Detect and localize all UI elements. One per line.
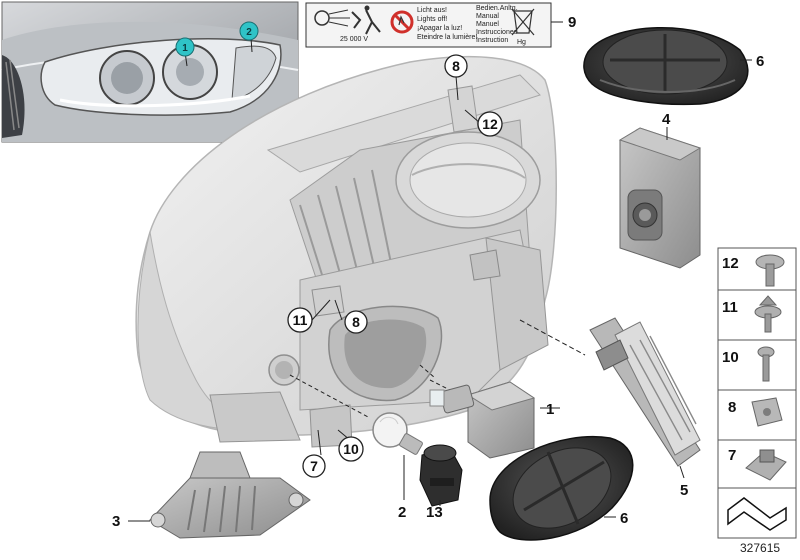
warning-line-4: Eteindre la lumière! <box>417 34 477 41</box>
side-label-11: 11 <box>722 299 738 316</box>
headlight-housing <box>135 55 557 448</box>
side-label-10: 10 <box>722 349 739 366</box>
side-label-12: 12 <box>722 255 739 272</box>
svg-text:8: 8 <box>352 314 360 330</box>
xenon-igniter <box>429 381 536 459</box>
inset-car-front: 1 2 <box>1 1 299 143</box>
screw-washer-12 <box>755 254 785 287</box>
inset-marker-2: 2 <box>246 27 252 38</box>
svg-text:10: 10 <box>343 441 359 457</box>
part-label-5: 5 <box>680 482 688 499</box>
part-label-3: 3 <box>112 513 120 530</box>
side-panel-small-parts: 12 11 10 8 7 <box>717 247 797 539</box>
no-touch-icon <box>390 10 414 34</box>
callout-8-mid: 8 <box>344 310 368 334</box>
manual-line-2: Manual <box>476 13 499 20</box>
warning-line-3: ¡Apagar la luz! <box>417 25 462 32</box>
clip-nut-8 <box>751 397 783 427</box>
warning-line-2: Lights off! <box>417 16 447 23</box>
part-label-2: 2 <box>398 504 406 521</box>
side-label-7: 7 <box>728 447 736 464</box>
callout-11: 11 <box>287 307 313 333</box>
assembly-arrow-icon <box>727 497 787 531</box>
rubber-cover-cap-top <box>583 27 749 106</box>
screw-11 <box>754 295 782 333</box>
svg-text:11: 11 <box>293 312 308 328</box>
callout-10: 10 <box>338 436 364 462</box>
hg-mark: Hg <box>517 39 526 46</box>
callout-8-top: 8 <box>444 54 468 78</box>
manual-line-4: Instrucciones <box>476 29 518 36</box>
svg-text:8: 8 <box>452 58 460 74</box>
manual-line-3: Manuel <box>476 21 499 28</box>
part-label-9: 9 <box>568 14 576 31</box>
callout-12-top: 12 <box>477 111 503 137</box>
bulb-socket <box>419 444 463 507</box>
rubber-cover-cap-bottom <box>489 436 634 541</box>
nut-7 <box>745 449 787 481</box>
lamp-hazard-icon <box>314 5 381 35</box>
warning-voltage: 25 000 V <box>340 36 368 43</box>
part-label-1: 1 <box>546 401 554 418</box>
bulb <box>372 412 423 455</box>
screw-10 <box>757 346 775 382</box>
xenon-control-unit <box>618 127 702 269</box>
part-label-13: 13 <box>426 504 443 521</box>
crossed-bin-icon <box>511 8 535 36</box>
led-module <box>589 317 701 467</box>
part-label-6-top: 6 <box>756 53 764 70</box>
manual-line-1: Bedien.Anltg. <box>476 5 518 12</box>
inset-marker-1: 1 <box>182 43 188 54</box>
document-id: 327615 <box>740 541 780 555</box>
part-label-4: 4 <box>662 111 671 128</box>
warning-label-sticker: 25 000 V Licht aus! Lights off! ¡Apagar … <box>305 2 552 48</box>
part-label-6-bottom: 6 <box>620 510 628 527</box>
svg-text:12: 12 <box>482 116 498 132</box>
manual-line-5: Instruction <box>476 37 508 44</box>
heat-sink-bracket <box>149 451 311 539</box>
side-label-8: 8 <box>728 399 736 416</box>
warning-line-1: Licht aus! <box>417 7 447 14</box>
callout-7: 7 <box>302 454 326 478</box>
svg-text:7: 7 <box>310 458 318 474</box>
